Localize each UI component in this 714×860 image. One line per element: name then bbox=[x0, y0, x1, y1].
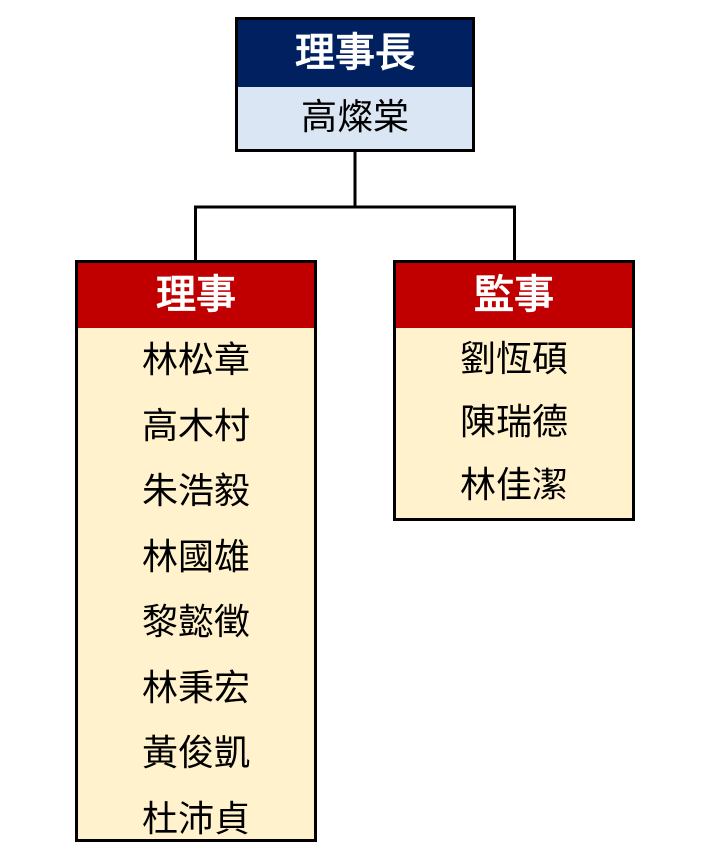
directors-member: 黃俊凱 bbox=[141, 733, 250, 774]
directors-member: 林秉宏 bbox=[141, 667, 250, 709]
supervisors-list: 劉恆碩陳瑞德林佳潔 bbox=[396, 328, 632, 518]
chairman-name: 高燦棠 bbox=[300, 97, 409, 138]
supervisors-member: 林佳潔 bbox=[459, 465, 568, 506]
chairman-name-area: 高燦棠 bbox=[238, 87, 472, 149]
chairman-title: 理事長 bbox=[238, 20, 472, 87]
directors-member: 高木村 bbox=[141, 405, 250, 447]
directors-box: 理事 林松章高木村朱浩毅林國雄黎懿徵林秉宏黃俊凱杜沛貞 bbox=[75, 260, 317, 842]
supervisors-box: 監事 劉恆碩陳瑞德林佳潔 bbox=[393, 260, 635, 521]
directors-member: 朱浩毅 bbox=[141, 471, 250, 512]
directors-member: 黎懿徵 bbox=[141, 602, 250, 643]
directors-list: 林松章高木村朱浩毅林國雄黎懿徵林秉宏黃俊凱杜沛貞 bbox=[78, 328, 314, 840]
supervisors-member: 陳瑞德 bbox=[459, 402, 568, 443]
directors-member: 杜沛貞 bbox=[141, 798, 250, 840]
directors-member: 林松章 bbox=[141, 340, 250, 381]
directors-title: 理事 bbox=[78, 263, 314, 328]
supervisors-title: 監事 bbox=[396, 263, 632, 328]
supervisors-member: 劉恆碩 bbox=[459, 339, 568, 380]
directors-member: 林國雄 bbox=[141, 536, 250, 578]
chairman-box: 理事長 高燦棠 bbox=[235, 17, 475, 152]
